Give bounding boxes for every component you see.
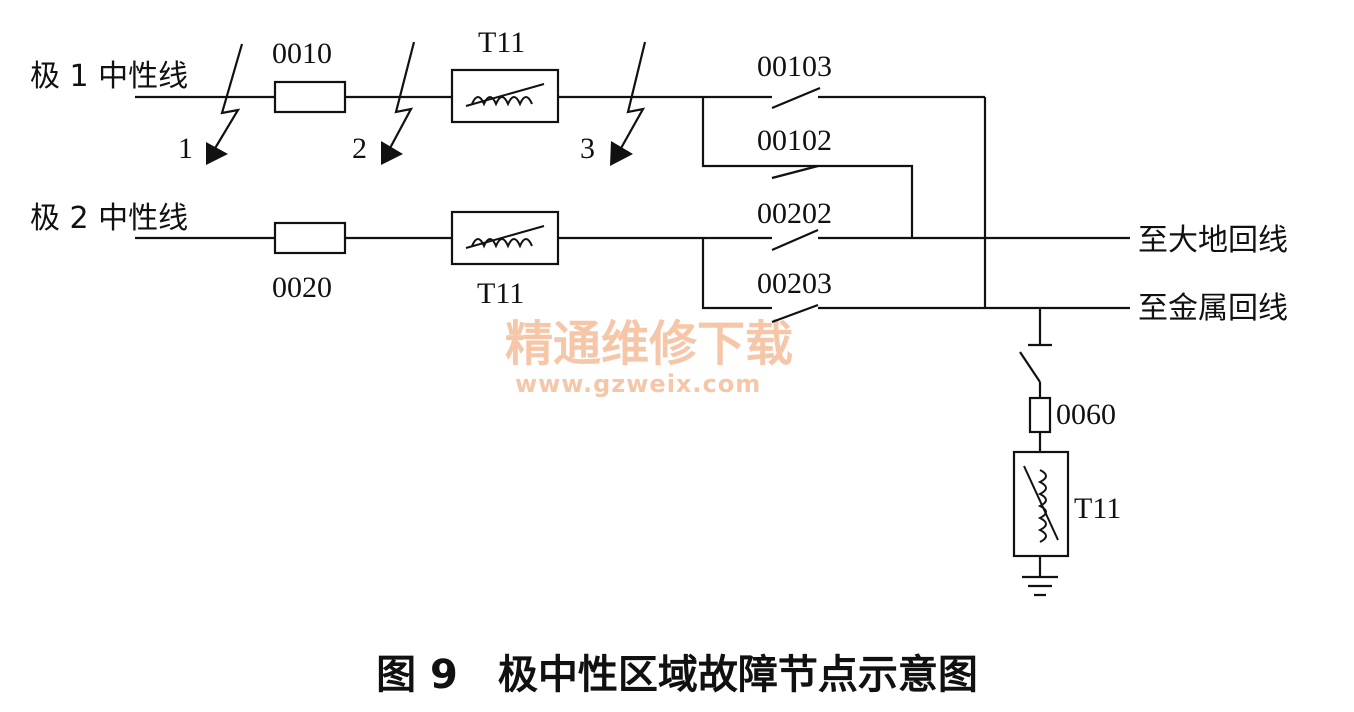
ground-breaker-0060: [1028, 396, 1052, 434]
fault-1-label: 1: [178, 132, 193, 165]
watermark-cn: 精通维修下载: [505, 316, 793, 372]
switch-00203-label: 00203: [757, 267, 832, 300]
ground-breaker-label: 0060: [1056, 398, 1116, 431]
metal-return-label: 至金属回线: [1138, 291, 1288, 326]
fault-3-icon: [610, 41, 647, 166]
switch-00202: [703, 228, 1130, 252]
pole1-ct-slash: [465, 83, 545, 107]
ground-branch-top: [1028, 308, 1052, 347]
watermark: 精通维修下载 www.gzweix.com: [505, 316, 793, 398]
pole2-breaker-0020: [273, 221, 347, 255]
switch-00102-label: 00102: [757, 124, 832, 157]
pole2-ct-label: T11: [477, 277, 524, 310]
fault-1-icon: [206, 43, 244, 165]
ground-ct-coil-icon: [1037, 469, 1047, 543]
ground-ct-label: T11: [1074, 492, 1121, 525]
watermark-url: www.gzweix.com: [515, 370, 761, 398]
switch-00202-label: 00202: [757, 197, 832, 230]
switch-00102-blade: [771, 164, 819, 180]
pole1-breaker-label: 0010: [272, 37, 332, 70]
switch-00102-path: [701, 97, 914, 237]
pole1-ct-label: T11: [478, 26, 525, 59]
pole2-breaker-label: 0020: [272, 271, 332, 304]
pole1-line-label: 极 1 中性线: [30, 59, 188, 94]
ground-ct-slash: [1023, 465, 1059, 541]
ground-return-label: 至大地回线: [1138, 223, 1288, 258]
fault-2-label: 2: [352, 132, 367, 165]
pole1-breaker-0010: [273, 80, 347, 114]
switch-00203: [701, 238, 1130, 324]
figure-caption: 图 9 极中性区域故障节点示意图: [376, 652, 978, 698]
earth-ground-icon: [1022, 575, 1058, 597]
fault-3-label: 3: [580, 132, 595, 165]
fault-2-icon: [381, 41, 416, 165]
pole2-ct-slash: [465, 225, 545, 249]
switch-00103-label: 00103: [757, 50, 832, 83]
pole2-line-label: 极 2 中性线: [30, 201, 188, 236]
ground-switch: [1019, 351, 1042, 398]
switch-00103: [703, 86, 985, 110]
